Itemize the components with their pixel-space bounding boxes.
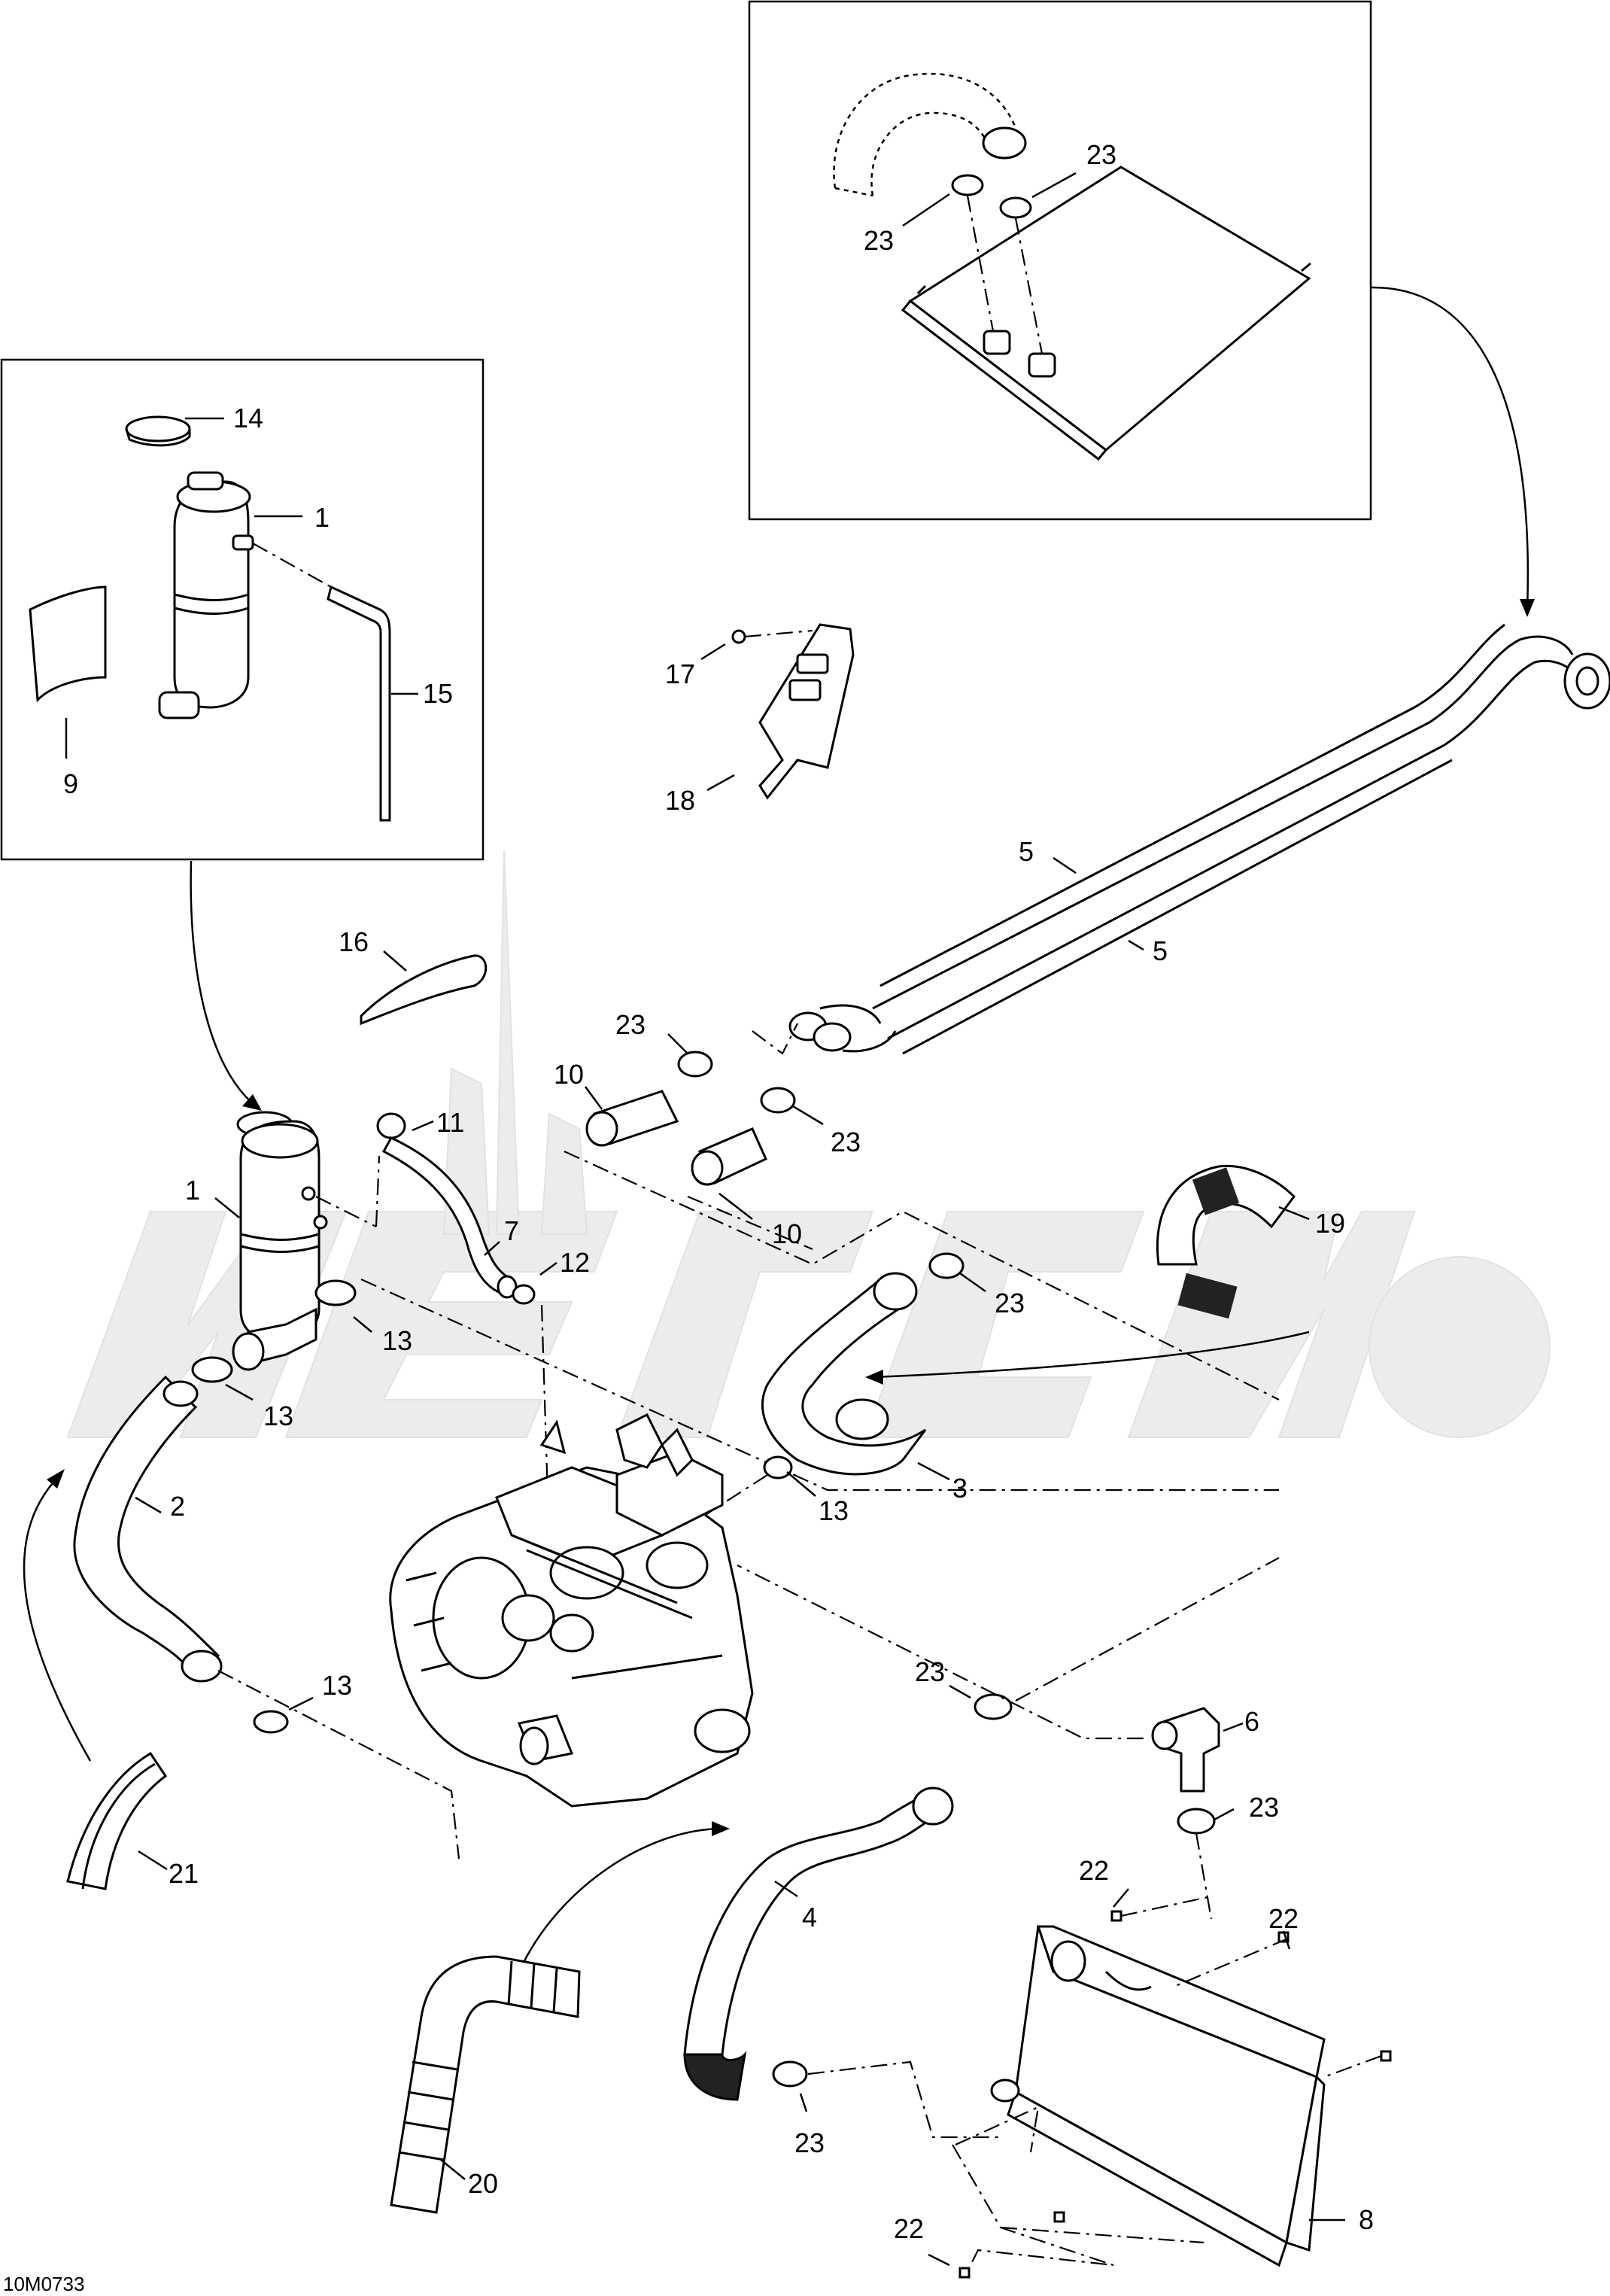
callout-3: 3 [952, 1473, 968, 1504]
callout-4: 4 [802, 1902, 817, 1933]
callout-21: 21 [169, 1858, 199, 1889]
hose-4 [518, 1787, 1001, 2139]
hose-3 [661, 1252, 986, 1543]
hose-5-pair [788, 623, 1610, 1055]
bracket-18 [700, 623, 855, 800]
callout-13: 13 [263, 1400, 293, 1431]
callout-5: 5 [1019, 836, 1034, 867]
hose-21 [66, 1751, 168, 1890]
callout-1: 1 [185, 1175, 200, 1206]
callout-14: 14 [233, 403, 263, 433]
hose-2 [23, 1375, 460, 1860]
watermark [66, 850, 1551, 1438]
callout-23: 23 [915, 1656, 945, 1687]
callout-1: 1 [314, 502, 330, 533]
callout-23: 23 [831, 1127, 861, 1157]
callout-20: 20 [468, 2168, 498, 2199]
callout-16: 16 [339, 926, 369, 957]
callout-10: 10 [772, 1218, 802, 1249]
callout-8: 8 [1359, 2204, 1374, 2235]
callout-13: 13 [322, 1670, 352, 1701]
callout-5: 5 [1153, 935, 1168, 966]
callout-12: 12 [560, 1247, 590, 1278]
callout-23: 23 [864, 225, 894, 256]
callout-18: 18 [665, 785, 695, 816]
callout-11: 11 [436, 1107, 464, 1138]
callout-22: 22 [1079, 1855, 1109, 1886]
callout-23: 23 [1086, 139, 1116, 170]
callout-23: 23 [995, 1288, 1025, 1318]
callout-23: 23 [1249, 1792, 1279, 1823]
callout-13: 13 [819, 1495, 849, 1526]
callout-19: 19 [1315, 1208, 1345, 1239]
callout-6: 6 [1244, 1706, 1259, 1737]
callout-23: 23 [794, 2127, 825, 2158]
callout-22: 22 [1268, 1903, 1299, 1934]
callout-9: 9 [63, 768, 78, 799]
callout-7: 7 [504, 1215, 519, 1246]
heat-exchanger-8 [928, 1888, 1392, 2279]
fitting-6 [737, 1557, 1280, 1920]
engine [389, 1413, 754, 1808]
callout-10: 10 [554, 1059, 584, 1090]
callout-15: 15 [423, 678, 453, 709]
diagram-code: 10M0733 [3, 2273, 84, 2295]
hose-20 [390, 1955, 581, 2214]
callout-23: 23 [615, 1009, 646, 1040]
callout-22: 22 [894, 2213, 924, 2244]
hose-19 [865, 1164, 1310, 1385]
callout-17: 17 [665, 658, 695, 689]
callout-13: 13 [382, 1325, 412, 1356]
inset-top-right [748, 0, 1372, 521]
callout-2: 2 [170, 1491, 185, 1522]
inset-top-left [0, 358, 485, 861]
connectors-10 [564, 1023, 1280, 1400]
